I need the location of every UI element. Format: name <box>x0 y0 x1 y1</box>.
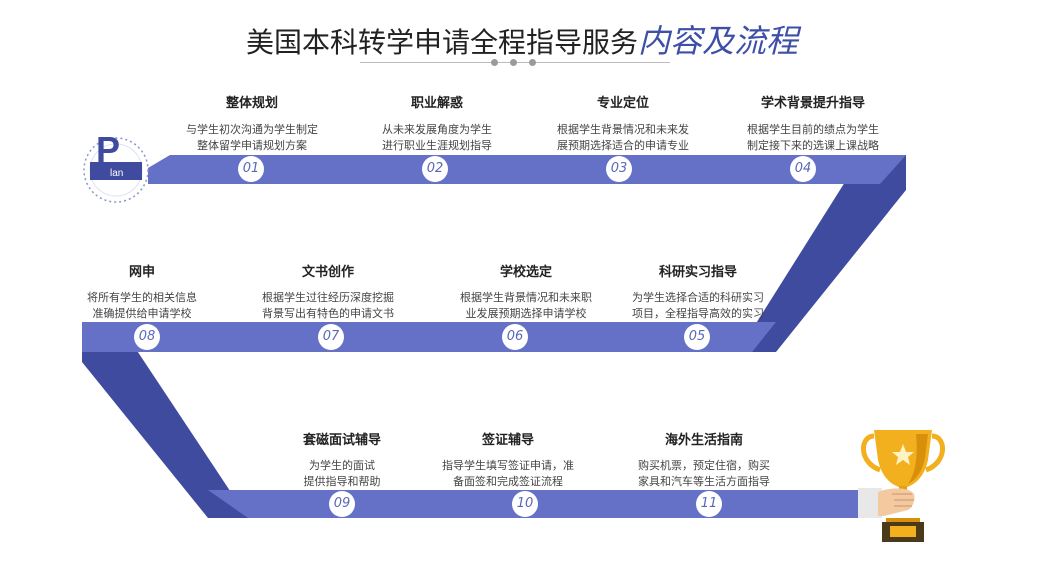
step-03-desc: 根据学生背景情况和未来发展预期选择适合的申请专业 <box>557 123 689 152</box>
step-01-title: 整体规划 <box>225 96 278 111</box>
step-06-number: 06 <box>502 324 528 350</box>
step-05-number: 05 <box>684 324 710 350</box>
step-11-number: 11 <box>696 491 722 517</box>
title-dot <box>491 59 498 66</box>
track-row-2 <box>82 322 776 352</box>
step-07-number: 07 <box>318 324 344 350</box>
step-07-desc: 根据学生过往经历深度挖掘背景写出有特色的申请文书 <box>262 291 394 320</box>
track-row-1 <box>148 155 906 184</box>
step-03-number: 03 <box>606 156 632 182</box>
plan-letter: P <box>96 129 120 170</box>
plan-word: lan <box>110 168 123 179</box>
step-11-title: 海外生活指南 <box>664 433 743 448</box>
step-03-title: 专业定位 <box>596 96 649 111</box>
step-10-desc: 指导学生填写签证申请，准备面签和完成签证流程 <box>442 459 574 488</box>
step-02-title: 职业解惑 <box>410 96 463 111</box>
step-08-desc: 将所有学生的相关信息准确提供给申请学校 <box>87 291 197 320</box>
trophy-icon <box>858 430 945 542</box>
track-connector-left <box>82 322 248 518</box>
step-02-number: 02 <box>422 156 448 182</box>
title-main: 美国本科转学申请全程指导服务 <box>245 26 638 59</box>
step-01-number: 01 <box>238 156 264 182</box>
step-09-title: 套磁面试辅导 <box>302 433 381 448</box>
step-06-desc: 根据学生背景情况和未来职业发展预期选择申请学校 <box>460 291 592 320</box>
step-09-desc: 为学生的面试提供指导和帮助 <box>303 459 381 488</box>
step-02-desc: 从未来发展角度为学生进行职业生涯规划指导 <box>382 123 492 152</box>
step-05-desc: 为学生选择合适的科研实习项目，全程指导高效的实习 <box>632 291 764 320</box>
page-title: 美国本科转学申请全程指导服务内容及流程 <box>0 16 1044 62</box>
step-04-desc: 根据学生目前的绩点为学生制定接下来的选课上课战略 <box>747 123 879 152</box>
title-dot <box>510 59 517 66</box>
step-11-desc: 购买机票，预定住宿，购买家具和汽车等生活方面指导 <box>638 459 770 488</box>
step-10-number: 10 <box>512 491 538 517</box>
step-10-title: 签证辅导 <box>481 433 534 448</box>
title-dot <box>529 59 536 66</box>
track-row-3 <box>208 490 874 518</box>
title-highlight: 内容及流程 <box>638 22 799 60</box>
step-08-title: 网申 <box>128 265 155 280</box>
step-05-title: 科研实习指导 <box>658 265 737 280</box>
step-04-title: 学术背景提升指导 <box>760 96 865 111</box>
step-06-title: 学校选定 <box>499 265 552 280</box>
step-07-title: 文书创作 <box>301 265 354 280</box>
step-01-desc: 与学生初次沟通为学生制定整体留学申请规划方案 <box>186 123 318 152</box>
step-09-number: 09 <box>329 491 355 517</box>
step-08-number: 08 <box>134 324 160 350</box>
track-connector-right <box>738 155 906 352</box>
plan-icon: P lan <box>83 129 149 203</box>
step-04-number: 04 <box>790 156 816 182</box>
